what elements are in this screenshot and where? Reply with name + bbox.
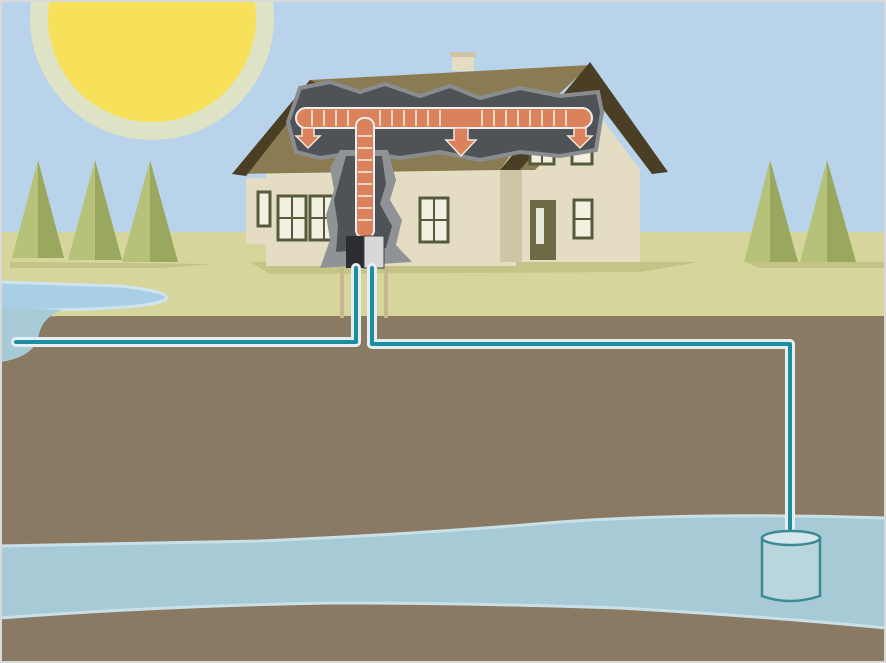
lake	[0, 280, 168, 314]
arrow-down-icon	[444, 127, 478, 158]
heat-exchanger-unit	[346, 235, 385, 269]
trees-right	[744, 160, 886, 268]
window	[276, 194, 308, 242]
air-flow-arrows	[294, 127, 594, 158]
tree-icon	[68, 160, 122, 260]
arrow-down-icon	[294, 127, 322, 150]
tree-icon	[800, 160, 856, 262]
tree-icon	[12, 160, 64, 258]
attic-distribution-duct	[285, 79, 605, 163]
door	[530, 200, 556, 260]
sun-icon	[30, 0, 274, 140]
window	[256, 190, 272, 228]
tree-icon	[744, 160, 798, 262]
ground-pipe-loop	[11, 263, 795, 541]
well-icon	[760, 529, 822, 603]
groundwater-layer	[0, 514, 886, 630]
tree-icon	[122, 160, 178, 262]
vertical-duct	[320, 117, 412, 268]
lake-shore	[0, 308, 62, 362]
trees-left	[10, 160, 215, 268]
window	[572, 198, 594, 240]
arrow-down-icon	[566, 127, 594, 150]
window	[418, 196, 450, 244]
